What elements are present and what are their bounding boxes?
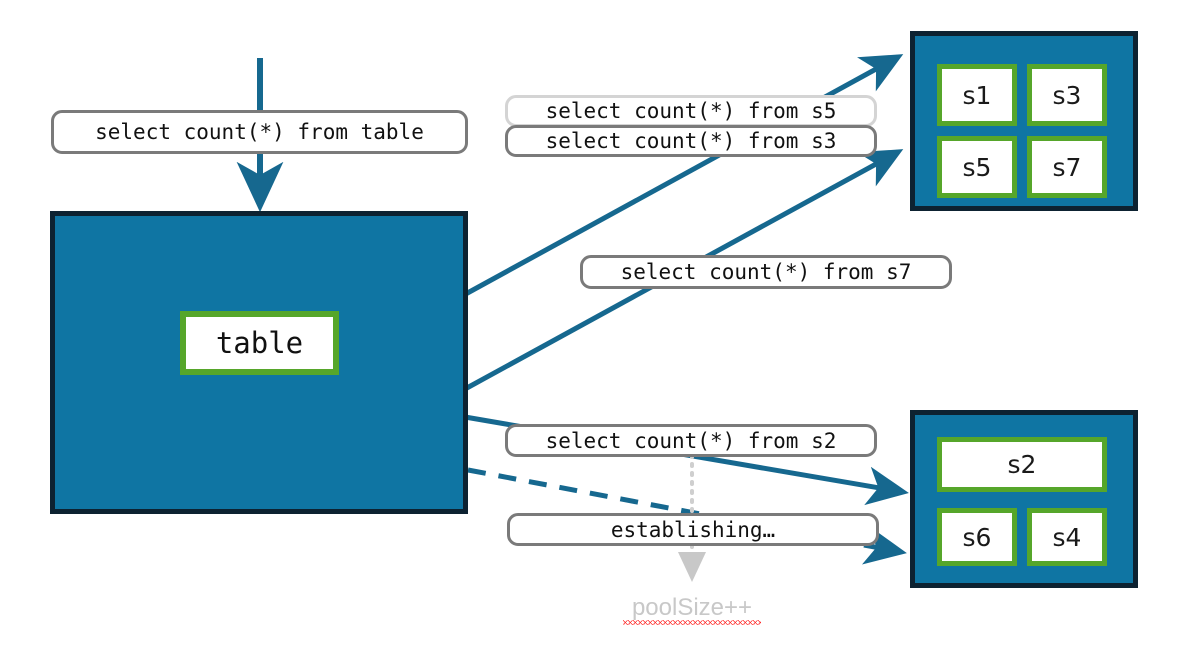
shard-s4[interactable]: s4 [1027, 508, 1107, 566]
pool-size-note-text: poolSize++ [631, 594, 753, 621]
table-node[interactable]: table [180, 311, 339, 375]
pool-size-note: poolSize++ [592, 594, 792, 625]
shard-s7[interactable]: s7 [1027, 136, 1107, 198]
spellcheck-underline [623, 620, 761, 625]
shard-s6[interactable]: s6 [937, 508, 1017, 566]
shard-s2[interactable]: s2 [937, 437, 1107, 492]
query-box-establishing[interactable]: establishing… [507, 513, 879, 546]
query-box-incoming[interactable]: select count(*) from table [51, 110, 468, 154]
query-box-s7[interactable]: select count(*) from s7 [580, 255, 952, 289]
query-box-s3[interactable]: select count(*) from s3 [505, 125, 877, 157]
query-box-s2[interactable]: select count(*) from s2 [505, 424, 877, 457]
shard-s1[interactable]: s1 [937, 64, 1017, 126]
shard-s5[interactable]: s5 [937, 136, 1017, 198]
query-box-s5[interactable]: select count(*) from s5 [505, 95, 877, 127]
shard-s3[interactable]: s3 [1027, 64, 1107, 126]
